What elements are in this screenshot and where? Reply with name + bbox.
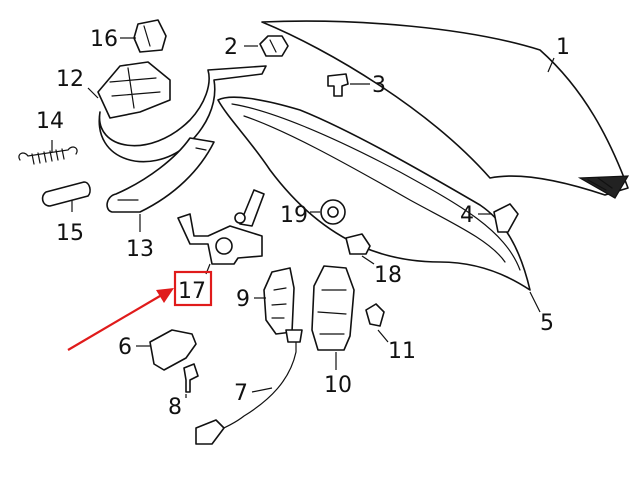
callout-14: 14 bbox=[36, 109, 64, 134]
part-9-latch-bracket[interactable] bbox=[263, 267, 295, 335]
callout-8: 8 bbox=[168, 395, 182, 420]
part-4-stop[interactable] bbox=[493, 203, 519, 233]
callout-7: 7 bbox=[234, 381, 248, 406]
callout-13: 13 bbox=[126, 237, 154, 262]
part-10-latch[interactable] bbox=[311, 265, 355, 351]
callout-9: 9 bbox=[236, 287, 250, 312]
callout-12: 12 bbox=[56, 67, 84, 92]
part-16-clip[interactable] bbox=[133, 19, 167, 53]
part-18-connector[interactable] bbox=[345, 233, 371, 255]
highlight-arrow-head bbox=[156, 288, 174, 303]
part-2-grommet[interactable] bbox=[259, 35, 289, 57]
part-11-clip[interactable] bbox=[365, 303, 385, 327]
highlight-box bbox=[173, 270, 213, 307]
part-12-hinge[interactable] bbox=[97, 61, 267, 163]
callout-3: 3 bbox=[372, 73, 386, 98]
callout-2: 2 bbox=[224, 35, 238, 60]
part-7-cable[interactable] bbox=[195, 329, 303, 445]
callout-labels: 1 2 3 4 5 6 7 8 9 10 11 12 13 14 15 16 1… bbox=[36, 27, 570, 420]
highlight-arrow-shaft bbox=[67, 295, 161, 351]
part-5-weatherstrip[interactable] bbox=[217, 96, 531, 291]
callout-6: 6 bbox=[118, 335, 132, 360]
callout-4: 4 bbox=[460, 203, 474, 228]
part-19-grommet[interactable] bbox=[320, 199, 346, 225]
part-3-stop[interactable] bbox=[327, 73, 349, 97]
callout-10: 10 bbox=[324, 373, 352, 398]
callout-17: 17 bbox=[178, 279, 206, 304]
part-13-strap[interactable] bbox=[106, 137, 215, 213]
callout-1: 1 bbox=[556, 35, 570, 60]
callout-18: 18 bbox=[374, 263, 402, 288]
callout-15: 15 bbox=[56, 221, 84, 246]
callout-16: 16 bbox=[90, 27, 118, 52]
part-15-bumper[interactable] bbox=[41, 181, 91, 207]
callout-19: 19 bbox=[280, 203, 308, 228]
callout-5: 5 bbox=[540, 311, 554, 336]
part-14-spring[interactable] bbox=[18, 146, 78, 165]
callout-11: 11 bbox=[388, 339, 416, 364]
part-6-handle[interactable] bbox=[149, 329, 197, 371]
highlight-part-17 bbox=[67, 270, 213, 351]
part-8-bolt[interactable] bbox=[183, 363, 199, 393]
part-1-trunk-lid[interactable] bbox=[261, 20, 630, 199]
part-17-actuator[interactable] bbox=[177, 189, 265, 265]
